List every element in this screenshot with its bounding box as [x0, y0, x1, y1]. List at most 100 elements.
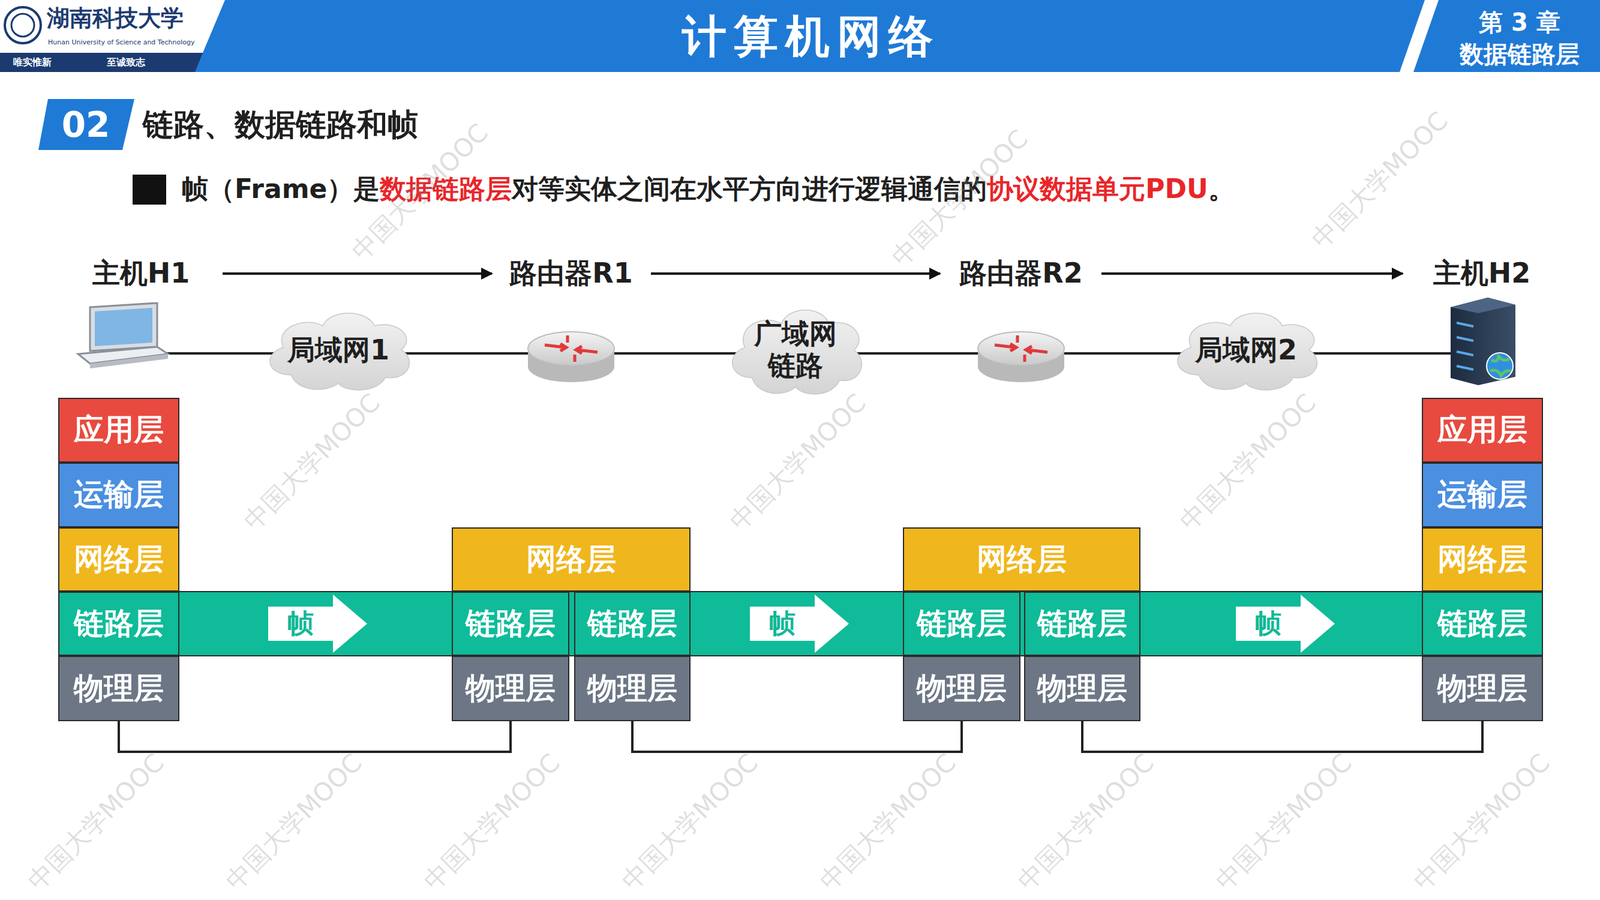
header-bar: [0, 0, 1600, 72]
physical-layer: 物理层: [451, 655, 570, 722]
watermark: 中国大学MOOC: [1172, 386, 1324, 538]
frame-arrow: 帧: [749, 594, 849, 653]
physical-layer: 物理层: [1421, 655, 1544, 722]
layer-name: 链路层: [465, 606, 556, 642]
watermark: 中国大学MOOC: [1010, 746, 1162, 898]
link-layer: 链路层: [58, 591, 180, 656]
application-layer: 应用层: [1421, 397, 1544, 463]
network-cloud: 局域网2: [1167, 301, 1325, 398]
motto: 唯实惟新: [13, 56, 52, 69]
layer-name: 链路层: [1037, 606, 1128, 642]
sentence-part: 。: [1208, 171, 1235, 207]
layer-name: 物理层: [465, 671, 556, 707]
layer-name: 运输层: [1437, 477, 1528, 513]
chapter-number: 第 3 章: [1478, 5, 1561, 39]
network-cloud: 局域网1: [259, 301, 417, 398]
motto: 至诚致志: [106, 56, 146, 69]
watermark: 中国大学MOOC: [614, 746, 766, 898]
link-layer: 链路层: [902, 591, 1021, 656]
arrow-shape: [1235, 594, 1335, 653]
physical-layer: 物理层: [1024, 655, 1141, 722]
layer-name: 物理层: [73, 671, 164, 707]
watermark: 中国大学MOOC: [1406, 746, 1558, 898]
layer-name: 网络层: [976, 542, 1067, 578]
chapter-name: 数据链路层: [1459, 37, 1580, 71]
watermark: 中国大学MOOC: [20, 746, 172, 898]
network-layer: 网络层: [451, 527, 691, 592]
layer-name: 物理层: [1037, 671, 1128, 707]
layer-name: 链路层: [73, 606, 164, 642]
page-title: 计算机网络: [682, 7, 941, 68]
wire: [1082, 721, 1483, 752]
arrow-shape: [749, 594, 849, 653]
university-name: 湖南科技大学: [46, 2, 184, 34]
link-layer: 链路层: [1024, 591, 1141, 656]
bullet-square: [132, 174, 167, 205]
motto-strip: [0, 52, 203, 72]
network-layer: 网络层: [902, 527, 1141, 592]
wire: [632, 721, 962, 752]
layer-name: 链路层: [587, 606, 678, 642]
frame-arrow: 帧: [268, 594, 368, 653]
physical-layer: 物理层: [58, 655, 180, 722]
laptop-icon: [77, 302, 168, 369]
layer-name: 物理层: [916, 671, 1007, 707]
layer-name: 网络层: [73, 542, 164, 578]
layer-name: 应用层: [1437, 412, 1528, 448]
section-number: 02: [61, 104, 111, 146]
watermark: 中国大学MOOC: [722, 386, 874, 538]
layer-name: 网络层: [526, 542, 617, 578]
link-layer-band: [178, 591, 1424, 656]
link-layer: 链路层: [451, 591, 570, 656]
frame-arrow: 帧: [1235, 594, 1335, 653]
watermark: 中国大学MOOC: [812, 746, 964, 898]
layer-name: 物理层: [587, 671, 678, 707]
watermark: 中国大学MOOC: [1304, 104, 1456, 256]
section-heading: 链路、数据链路和帧: [142, 104, 419, 146]
host-name: 主机H1: [92, 254, 191, 293]
router-name: 路由器R2: [959, 254, 1083, 293]
layer-name: 应用层: [73, 412, 164, 448]
router-icon: [977, 331, 1065, 383]
arrow-shape: [268, 594, 368, 653]
sentence-highlight: 数据链路层: [379, 171, 512, 207]
router-name: 路由器R1: [509, 254, 633, 293]
network-layer: 网络层: [58, 527, 180, 592]
definition-sentence: 帧（Frame）是数据链路层对等实体之间在水平方向进行逻辑通信的协议数据单元PD…: [181, 171, 1235, 207]
server-icon: [1450, 297, 1516, 386]
watermark: 中国大学MOOC: [416, 746, 568, 898]
university-emblem: [4, 7, 41, 44]
frame-label: 帧: [1255, 608, 1282, 639]
university-emblem: [11, 13, 35, 37]
university-name-en: Hunan University of Science and Technolo…: [47, 38, 195, 47]
transport-layer: 运输层: [58, 462, 180, 528]
link-layer: 链路层: [574, 591, 691, 656]
physical-layer: 物理层: [574, 655, 691, 722]
layer-name: 运输层: [73, 477, 164, 513]
network-cloud: 广域网 链路: [722, 297, 869, 403]
section-tag: [38, 98, 135, 150]
network-name: 广域网 链路: [748, 317, 843, 382]
host-name: 主机H2: [1433, 254, 1532, 293]
frame-label: 帧: [287, 608, 314, 639]
logo-panel: [0, 0, 225, 53]
layer-name: 网络层: [1437, 542, 1528, 578]
network-layer: 网络层: [1421, 527, 1544, 592]
sentence-part: 对等实体之间在水平方向进行逻辑通信的: [511, 171, 987, 207]
layer-name: 链路层: [1437, 606, 1528, 642]
layer-name: 链路层: [916, 606, 1007, 642]
application-layer: 应用层: [58, 397, 180, 463]
wire: [118, 721, 511, 752]
header-stripe: [1399, 0, 1439, 72]
watermark: 中国大学MOOC: [1208, 746, 1360, 898]
flow-arrow: [650, 272, 941, 275]
sentence-highlight: 协议数据单元PDU: [986, 171, 1209, 207]
router-icon: [527, 331, 615, 383]
sentence-part: 帧（Frame）是: [181, 171, 380, 207]
watermark: 中国大学MOOC: [218, 746, 370, 898]
layer-name: 物理层: [1437, 671, 1528, 707]
watermark: 中国大学MOOC: [236, 386, 388, 538]
flow-arrow: [1101, 272, 1403, 275]
link-layer: 链路层: [1421, 591, 1544, 656]
physical-layer: 物理层: [902, 655, 1021, 722]
